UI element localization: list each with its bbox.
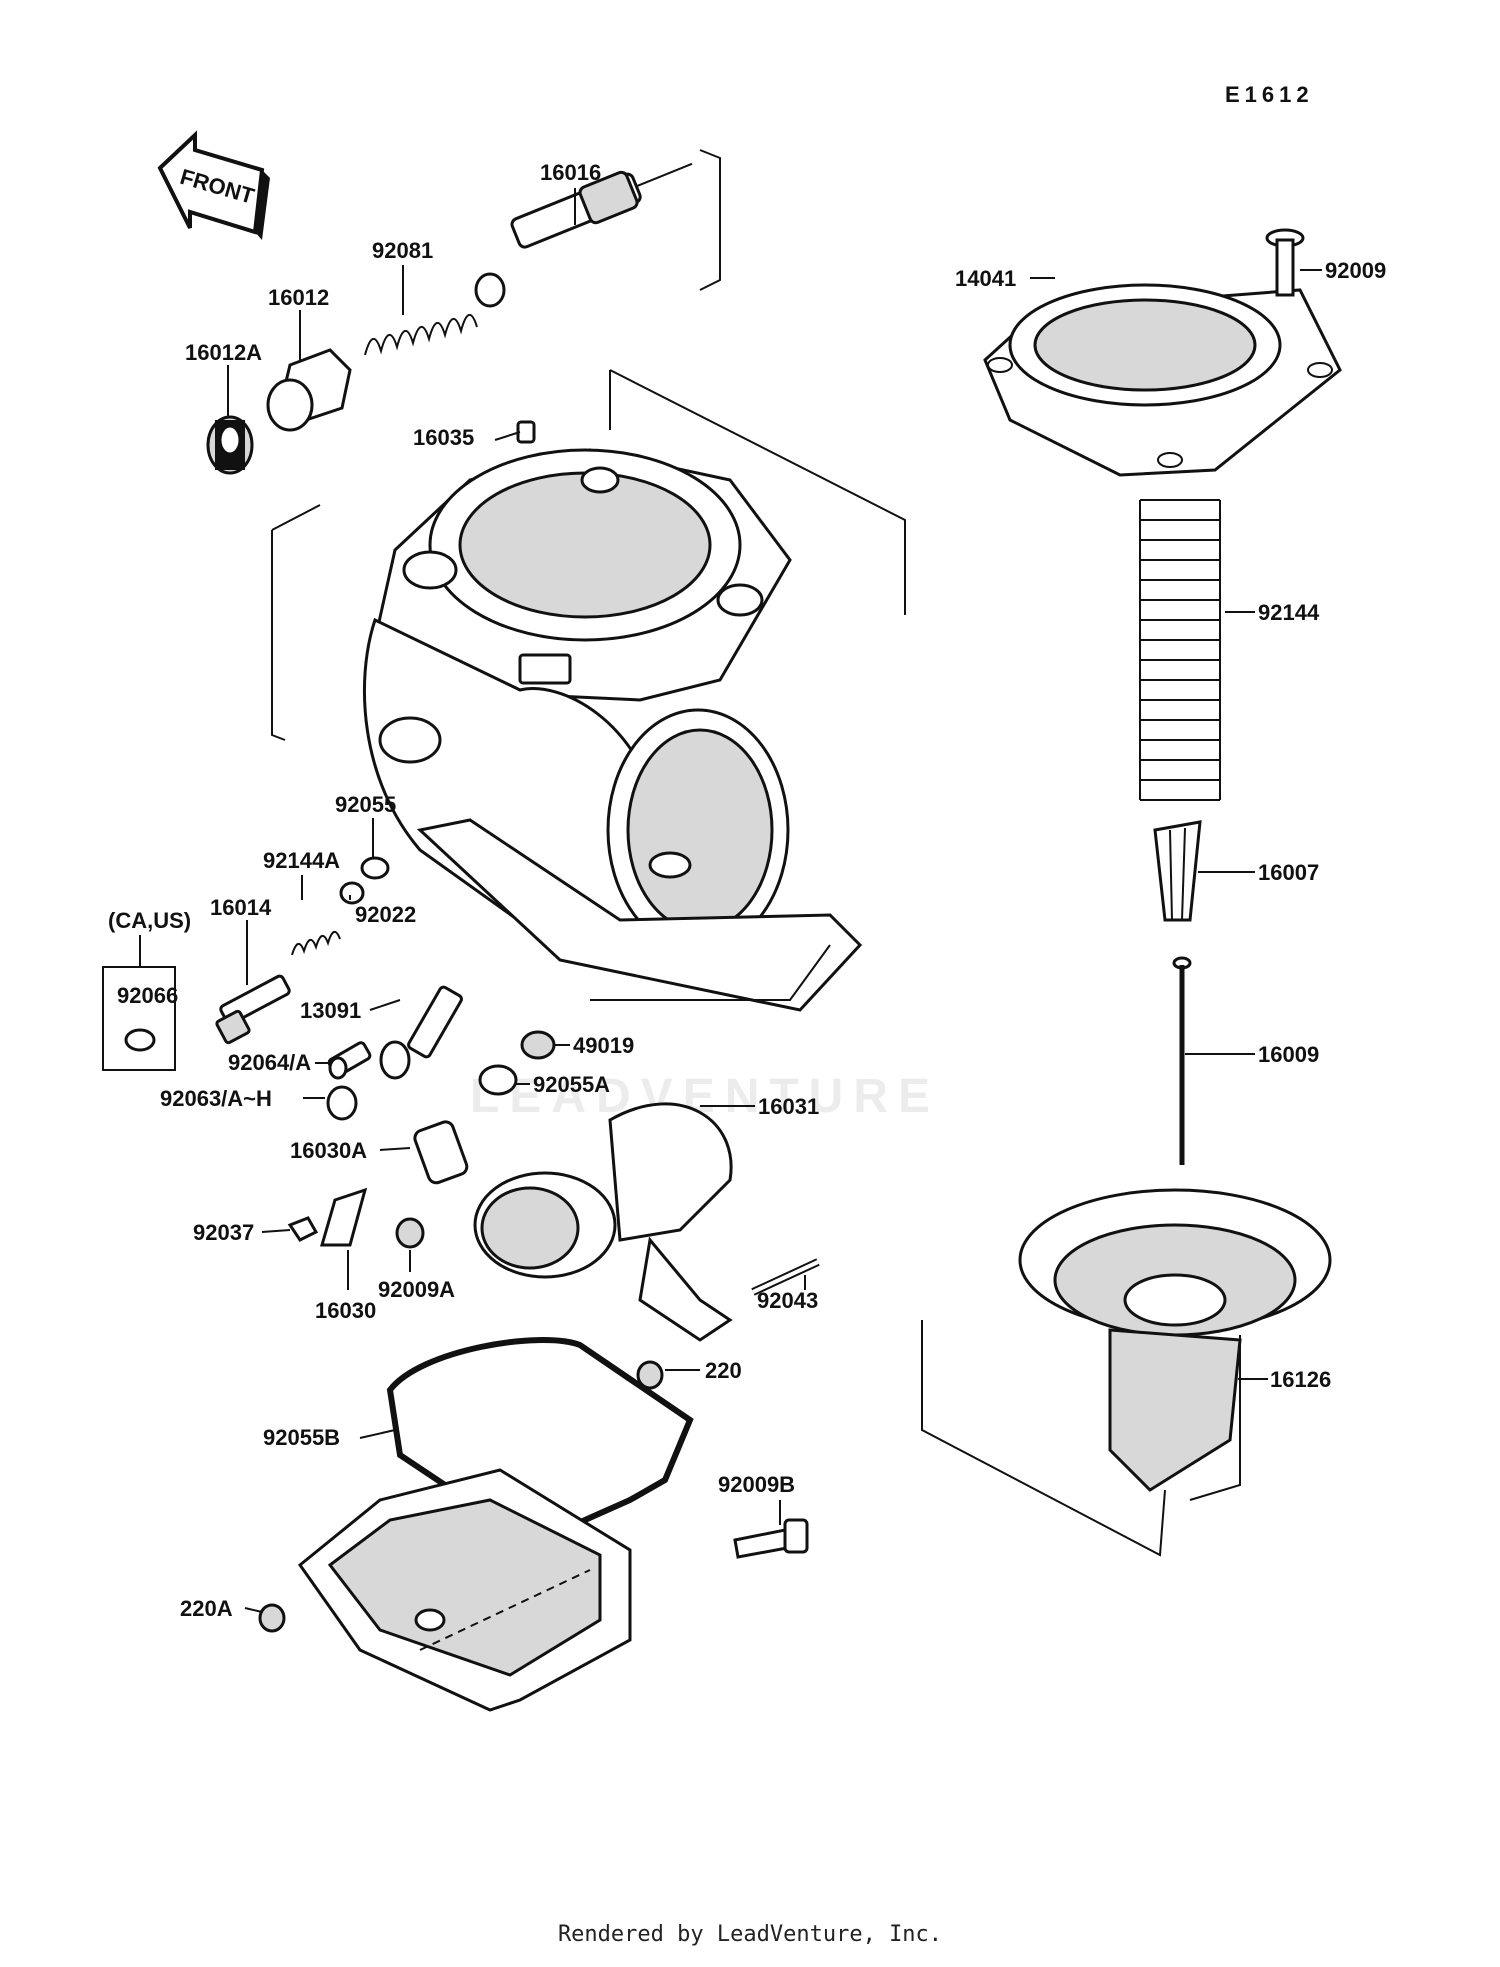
label-16035: 16035 — [413, 425, 474, 450]
label-92066: 92066 — [117, 983, 178, 1008]
screw-92009a — [395, 1217, 425, 1249]
label-92063: 92063/A~H — [160, 1086, 272, 1111]
label-region-note: (CA,US) — [108, 908, 191, 933]
label-14041: 14041 — [955, 266, 1016, 291]
retainer-16007 — [1153, 820, 1202, 922]
cap-16012a — [206, 415, 254, 475]
label-92009b: 92009B — [718, 1472, 795, 1497]
label-92037: 92037 — [193, 1220, 254, 1245]
top-cover-14041 — [983, 283, 1342, 477]
throttle-valve-16126 — [921, 1188, 1332, 1557]
o-ring-92055 — [360, 856, 390, 880]
label-16016: 16016 — [540, 160, 601, 185]
label-13091: 13091 — [300, 998, 361, 1023]
float-bowl — [297, 1468, 632, 1712]
float-16031 — [473, 1102, 733, 1342]
label-16126: 16126 — [1270, 1367, 1331, 1392]
choke-plunger-assembly — [206, 149, 721, 475]
float-needle-16030 — [320, 1187, 368, 1247]
screw-92009b — [733, 1518, 809, 1559]
label-92055: 92055 — [335, 792, 396, 817]
spring-92144 — [1139, 499, 1221, 801]
label-92064a: 92064/A — [228, 1050, 311, 1075]
screw-92009 — [1265, 228, 1305, 297]
carburetor-body — [271, 369, 906, 1012]
part-labels: 16016 92081 16012 16012A 16035 92009 140… — [108, 160, 1386, 1621]
label-16030a: 16030A — [290, 1138, 367, 1163]
main-jet-92063 — [326, 1085, 358, 1121]
pin-92043 — [751, 1258, 820, 1296]
washer-92022 — [339, 881, 365, 905]
label-16012a: 16012A — [185, 340, 262, 365]
label-92055b: 92055B — [263, 1425, 340, 1450]
label-16030: 16030 — [315, 1298, 376, 1323]
clip-92037 — [287, 1216, 319, 1242]
label-16007: 16007 — [1258, 860, 1319, 885]
screw-220 — [636, 1360, 664, 1390]
label-16012: 16012 — [268, 285, 329, 310]
needle-seat-16030a — [413, 1120, 469, 1185]
jet-needle-16009 — [1172, 956, 1192, 1165]
label-92081: 92081 — [372, 238, 433, 263]
label-16014: 16014 — [210, 895, 272, 920]
label-92009a: 92009A — [378, 1277, 455, 1302]
jet-13091 — [379, 985, 463, 1080]
front-arrow-icon: FRONT — [157, 130, 270, 240]
label-16031: 16031 — [758, 1094, 819, 1119]
label-92144: 92144 — [1258, 600, 1320, 625]
jet-92064a — [327, 1041, 372, 1080]
label-16009: 16009 — [1258, 1042, 1319, 1067]
label-220a: 220A — [180, 1596, 233, 1621]
nut-16012 — [266, 348, 352, 432]
spring-92081 — [364, 314, 478, 356]
spring-92144a — [291, 931, 341, 956]
label-49019: 49019 — [573, 1033, 634, 1058]
label-220: 220 — [705, 1358, 742, 1383]
o-ring-92055a — [478, 1064, 518, 1096]
pilot-screw-16014 — [215, 974, 291, 1045]
label-92144a: 92144A — [263, 848, 340, 873]
diagram-code: E1612 — [1225, 82, 1314, 107]
plug-49019 — [520, 1030, 556, 1060]
screw-220a — [258, 1603, 286, 1633]
label-92043: 92043 — [757, 1288, 818, 1313]
label-92009: 92009 — [1325, 258, 1386, 283]
label-92022: 92022 — [355, 902, 416, 927]
footer-credit: Rendered by LeadVenture, Inc. — [557, 1922, 943, 1947]
label-92055a: 92055A — [533, 1072, 610, 1097]
plug-16035 — [516, 420, 536, 444]
leader-lines — [139, 188, 1322, 1613]
gasket-92055b — [386, 1337, 694, 1544]
